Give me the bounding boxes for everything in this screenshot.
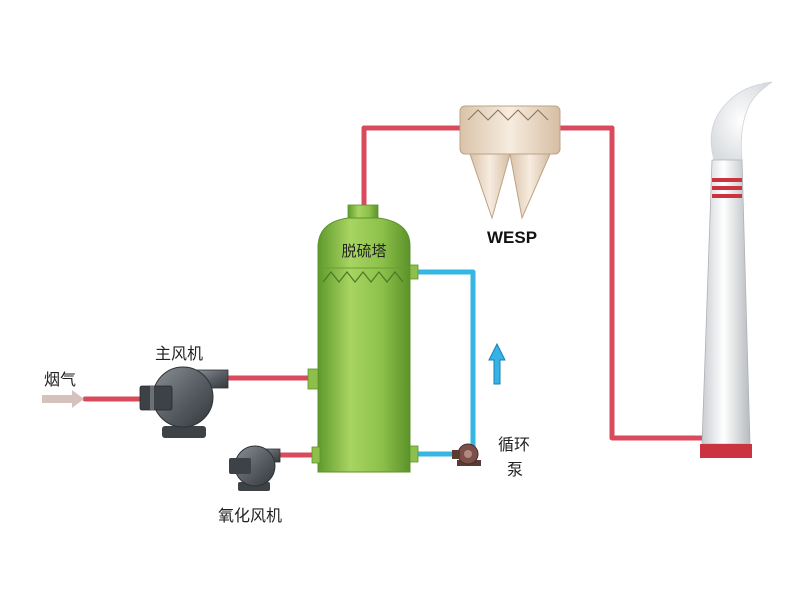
flue-gas-pipes — [82, 125, 709, 458]
tower-top-nozzle — [347, 204, 379, 220]
main-fan-label: 主风机 — [155, 344, 204, 363]
circulation-return-pipe — [418, 269, 476, 448]
stack-band-3 — [712, 194, 742, 198]
circulation-pipes — [418, 269, 476, 457]
flue-gas-inlet-arrow-icon — [42, 390, 84, 408]
spray-layer — [322, 271, 404, 283]
stack-body — [701, 159, 751, 445]
oxidation-fan — [229, 445, 281, 491]
stack-band-1 — [712, 178, 742, 182]
chimney-stack — [700, 81, 773, 458]
flue-gas-label: 烟气 — [44, 370, 77, 389]
stack-base — [700, 444, 752, 458]
circulation-pump-label-line2: 泵 — [507, 460, 524, 479]
tower-flange-inlet — [307, 368, 319, 390]
stack-band-2 — [712, 186, 742, 190]
absorber-tower: 脱硫塔 — [307, 204, 419, 473]
wesp-to-stack-pipe — [557, 125, 709, 441]
tower-flange-lower — [409, 445, 419, 463]
tower-flange-oxid — [311, 446, 321, 464]
circulation-pump-label-line1: 循环 — [498, 435, 531, 454]
wesp-unit: WESP — [459, 105, 561, 247]
main-fan-foot — [162, 426, 206, 438]
wesp-label: WESP — [487, 228, 537, 247]
wesp-hopper-right — [509, 153, 551, 220]
oxidation-fan-inlet — [229, 458, 251, 474]
circulation-pump — [452, 443, 481, 466]
smoke-plume — [710, 81, 773, 161]
wesp-hopper-left — [469, 153, 511, 220]
absorber-label: 脱硫塔 — [341, 242, 386, 260]
tower-flange-upper — [409, 264, 419, 280]
tower-to-wesp-pipe — [361, 125, 465, 211]
oxidation-fan-label: 氧化风机 — [218, 506, 283, 525]
wesp-electrodes — [467, 109, 549, 121]
main-fan — [139, 366, 229, 438]
up-arrow-icon — [488, 342, 506, 385]
pump-motor — [452, 450, 460, 459]
main-fan-inlet — [139, 385, 173, 411]
